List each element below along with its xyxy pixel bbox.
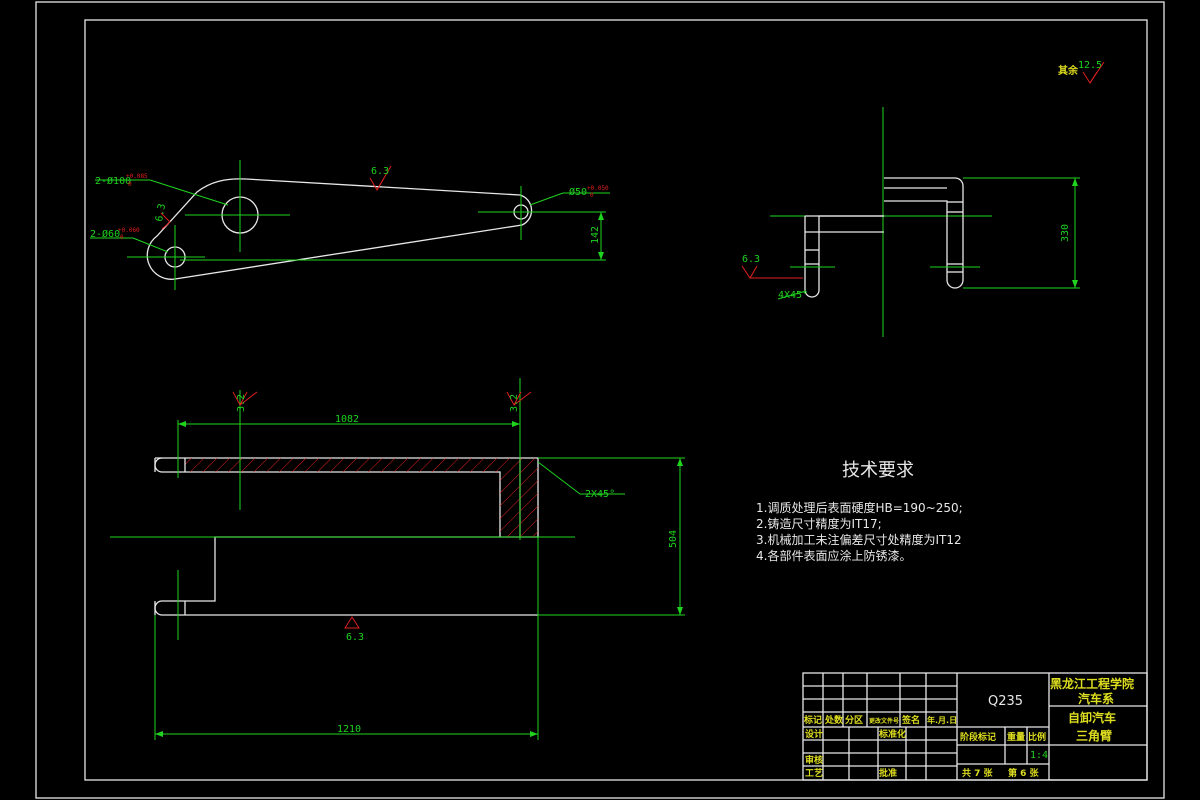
tech-item-1: 1.调质处理后表面硬度HB=190~250; — [756, 500, 963, 515]
hole2-label: 2-Ø60 — [90, 228, 120, 240]
dim-504: 504 — [668, 530, 679, 548]
sheet-total: 共 7 张 — [962, 767, 994, 779]
tech-title: 技术要求 — [842, 460, 914, 481]
front-ra-b: 3.2 — [509, 394, 520, 412]
title-block — [802, 672, 1148, 781]
inner-frame — [84, 19, 1148, 781]
top-ra-b: 6.3 — [154, 203, 168, 223]
side-chamfer: 4X45° — [778, 290, 808, 301]
side-ra: 6.3 — [742, 254, 760, 265]
dim-1082: 1082 — [335, 414, 359, 425]
svg-text:0: 0 — [590, 192, 594, 199]
svg-text:+0.085: +0.085 — [126, 173, 148, 180]
svg-text:其余: 其余 — [1058, 64, 1079, 77]
front-ra-a: 3.2 — [236, 394, 247, 412]
dim-142: 142 — [590, 226, 601, 244]
svg-text:12.5: 12.5 — [1078, 60, 1102, 71]
process-label: 工艺 — [805, 767, 823, 779]
front-chamfer: 2X45° — [585, 489, 615, 500]
svg-text:+0.050: +0.050 — [587, 185, 609, 192]
hole1-label: 2-Ø100 — [95, 175, 131, 187]
front-ra-c: 6.3 — [346, 632, 364, 643]
dim-330: 330 — [1060, 224, 1071, 242]
outer-frame — [35, 1, 1165, 799]
svg-text:更改文件号: 更改文件号 — [869, 717, 899, 725]
svg-text:0: 0 — [128, 181, 132, 188]
scale-label: 比例 — [1028, 731, 1046, 743]
material: Q235 — [988, 694, 1023, 709]
side-view — [741, 107, 1080, 337]
top-view — [90, 160, 610, 290]
product-name: 自卸汽车 — [1068, 710, 1116, 725]
svg-text:年.月.日: 年.月.日 — [927, 715, 957, 725]
svg-text:+0.060: +0.060 — [118, 227, 140, 234]
weight-label: 重量 — [1007, 731, 1025, 743]
department: 汽车系 — [1078, 691, 1114, 706]
svg-text:0: 0 — [120, 234, 124, 241]
top-ra-a: 6.3 — [371, 166, 389, 177]
stage-label: 阶段标记 — [960, 731, 996, 743]
front-view — [110, 378, 685, 740]
hole3-label: Ø50 — [569, 186, 587, 198]
part-name: 三角臂 — [1076, 728, 1112, 743]
check-label: 审核 — [805, 754, 823, 766]
design-label: 设计 — [805, 728, 823, 740]
standard-label: 标准化 — [878, 728, 906, 740]
dim-1210: 1210 — [337, 724, 361, 735]
approve-label: 批准 — [879, 767, 897, 779]
tech-item-3: 3.机械加工未注偏差尺寸处精度为IT12 — [756, 532, 962, 547]
school-name: 黑龙江工程学院 — [1050, 676, 1134, 691]
tech-item-2: 2.铸造尺寸精度为IT17; — [756, 516, 882, 531]
sheet-number: 第 6 张 — [1008, 767, 1040, 779]
svg-text:标记: 标记 — [803, 714, 822, 726]
tech-item-4: 4.各部件表面应涂上防锈漆。 — [756, 548, 911, 563]
svg-text:处数: 处数 — [824, 714, 844, 726]
svg-text:签名: 签名 — [901, 714, 920, 726]
scale-value: 1:4 — [1030, 750, 1048, 761]
arm-outline — [146, 178, 533, 280]
svg-text:分区: 分区 — [845, 714, 863, 726]
roughness-other: 其余 12.5 — [1058, 60, 1105, 84]
